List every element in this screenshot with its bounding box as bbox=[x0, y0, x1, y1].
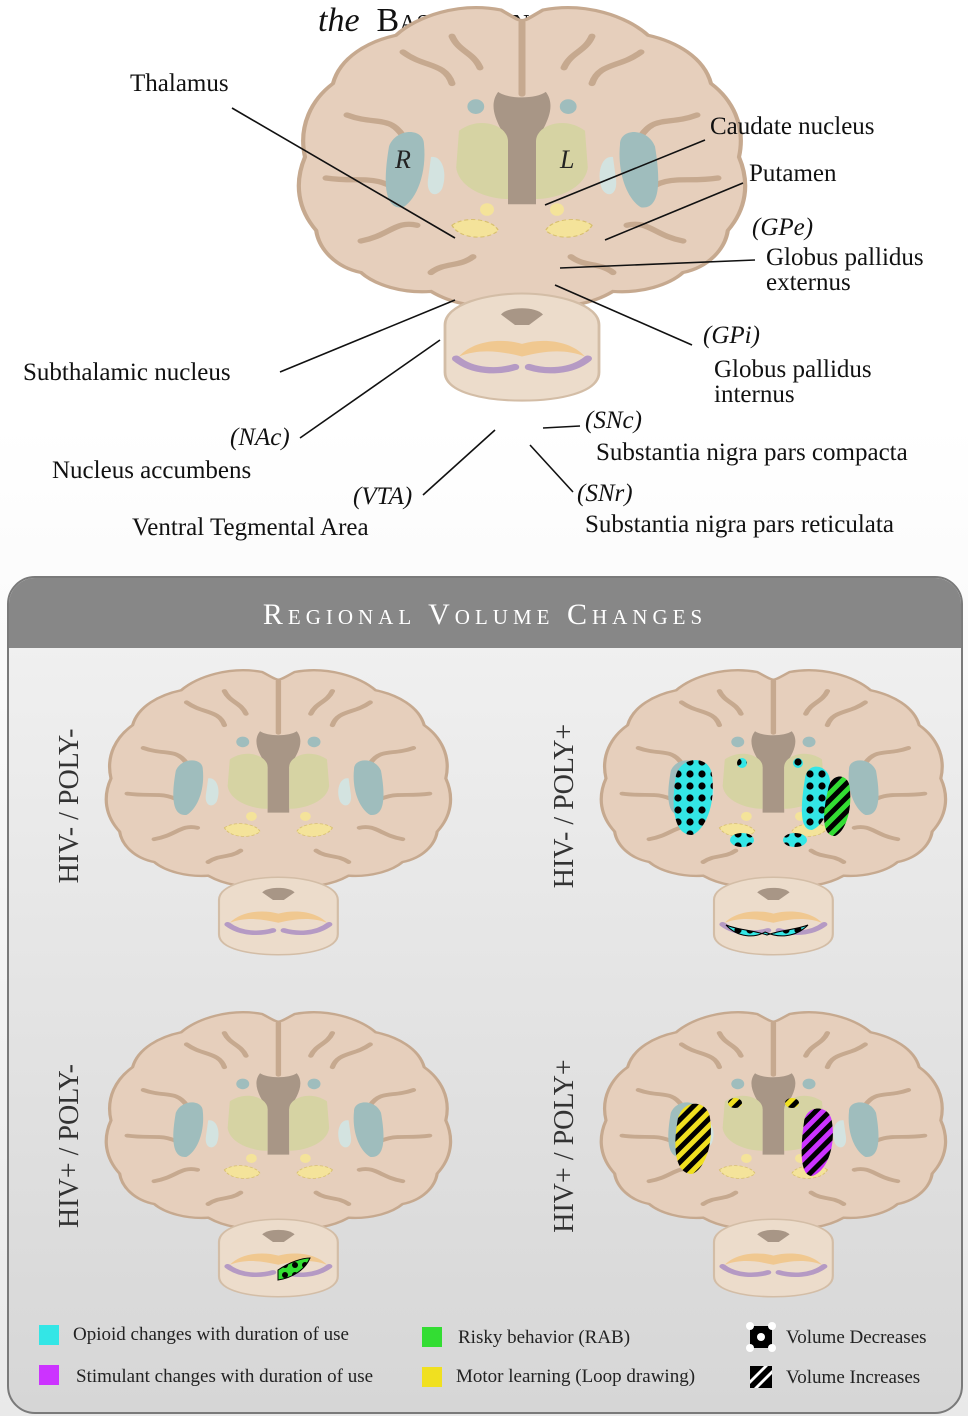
group-label-hiv-pos-poly-neg: HIV+ / POLY- bbox=[54, 1064, 85, 1228]
brain-hiv-neg-poly-neg bbox=[106, 670, 450, 954]
legend-label-decrease: Volume Decreases bbox=[786, 1327, 927, 1348]
legend-label-increase: Volume Increases bbox=[786, 1367, 921, 1388]
panel-title: Regional Volume Changes bbox=[262, 598, 708, 631]
label-gpe-name1: Globus pallidus bbox=[766, 244, 924, 271]
title-prefix: the bbox=[318, 2, 360, 39]
legend-swatch-motor bbox=[422, 1367, 442, 1387]
panel-header: Regional Volume Changes bbox=[9, 578, 961, 648]
leader-lines bbox=[231, 107, 756, 496]
group-label-hiv-neg-poly-neg: HIV- / POLY- bbox=[54, 728, 85, 884]
legend-decrease-icon bbox=[746, 1322, 776, 1352]
label-gpi-name1: Globus pallidus bbox=[714, 356, 872, 383]
legend-swatch-stimulant bbox=[39, 1365, 59, 1385]
legend-label-stimulant: Stimulant changes with duration of use bbox=[76, 1366, 374, 1387]
legend-label-risky: Risky behavior (RAB) bbox=[458, 1327, 631, 1348]
label-gpi-abbr: (GPi) bbox=[703, 322, 760, 349]
brain-hiv-neg-poly-pos bbox=[601, 670, 945, 954]
hemisphere-left-label: L bbox=[559, 145, 574, 174]
label-gpe-abbr: (GPe) bbox=[752, 214, 814, 241]
group-label-hiv-neg-poly-pos: HIV- / POLY+ bbox=[549, 723, 580, 889]
main-brain-diagram: R L bbox=[231, 0, 756, 496]
label-putamen: Putamen bbox=[749, 160, 837, 187]
label-nac-abbr: (NAc) bbox=[230, 424, 290, 451]
legend-swatch-risky bbox=[422, 1327, 442, 1347]
label-gpe-name2: externus bbox=[766, 269, 851, 296]
label-nac-name: Nucleus accumbens bbox=[52, 457, 252, 484]
label-caudate: Caudate nucleus bbox=[710, 113, 875, 140]
label-gpi-name2: internus bbox=[714, 381, 795, 408]
brain-hiv-pos-poly-neg bbox=[106, 1012, 450, 1296]
legend-label-opioid: Opioid changes with duration of use bbox=[73, 1324, 349, 1345]
legend-increase-icon bbox=[750, 1366, 772, 1388]
label-snr-abbr: (SNr) bbox=[577, 480, 633, 507]
brain-hiv-pos-poly-pos bbox=[601, 1012, 945, 1296]
group-label-hiv-pos-poly-pos: HIV+ / POLY+ bbox=[549, 1059, 580, 1233]
legend-label-motor: Motor learning (Loop drawing) bbox=[456, 1366, 696, 1387]
hemisphere-right-label: R bbox=[394, 145, 411, 174]
label-vta-abbr: (VTA) bbox=[353, 483, 413, 510]
legend-swatch-opioid bbox=[39, 1325, 59, 1345]
label-thalamus: Thalamus bbox=[130, 70, 229, 97]
label-snc-name: Substantia nigra pars compacta bbox=[596, 439, 908, 466]
label-vta-name: Ventral Tegmental Area bbox=[132, 514, 369, 541]
label-snc-abbr: (SNc) bbox=[585, 407, 642, 434]
label-snr-name: Substantia nigra pars reticulata bbox=[585, 511, 894, 538]
label-stn: Subthalamic nucleus bbox=[23, 359, 231, 386]
